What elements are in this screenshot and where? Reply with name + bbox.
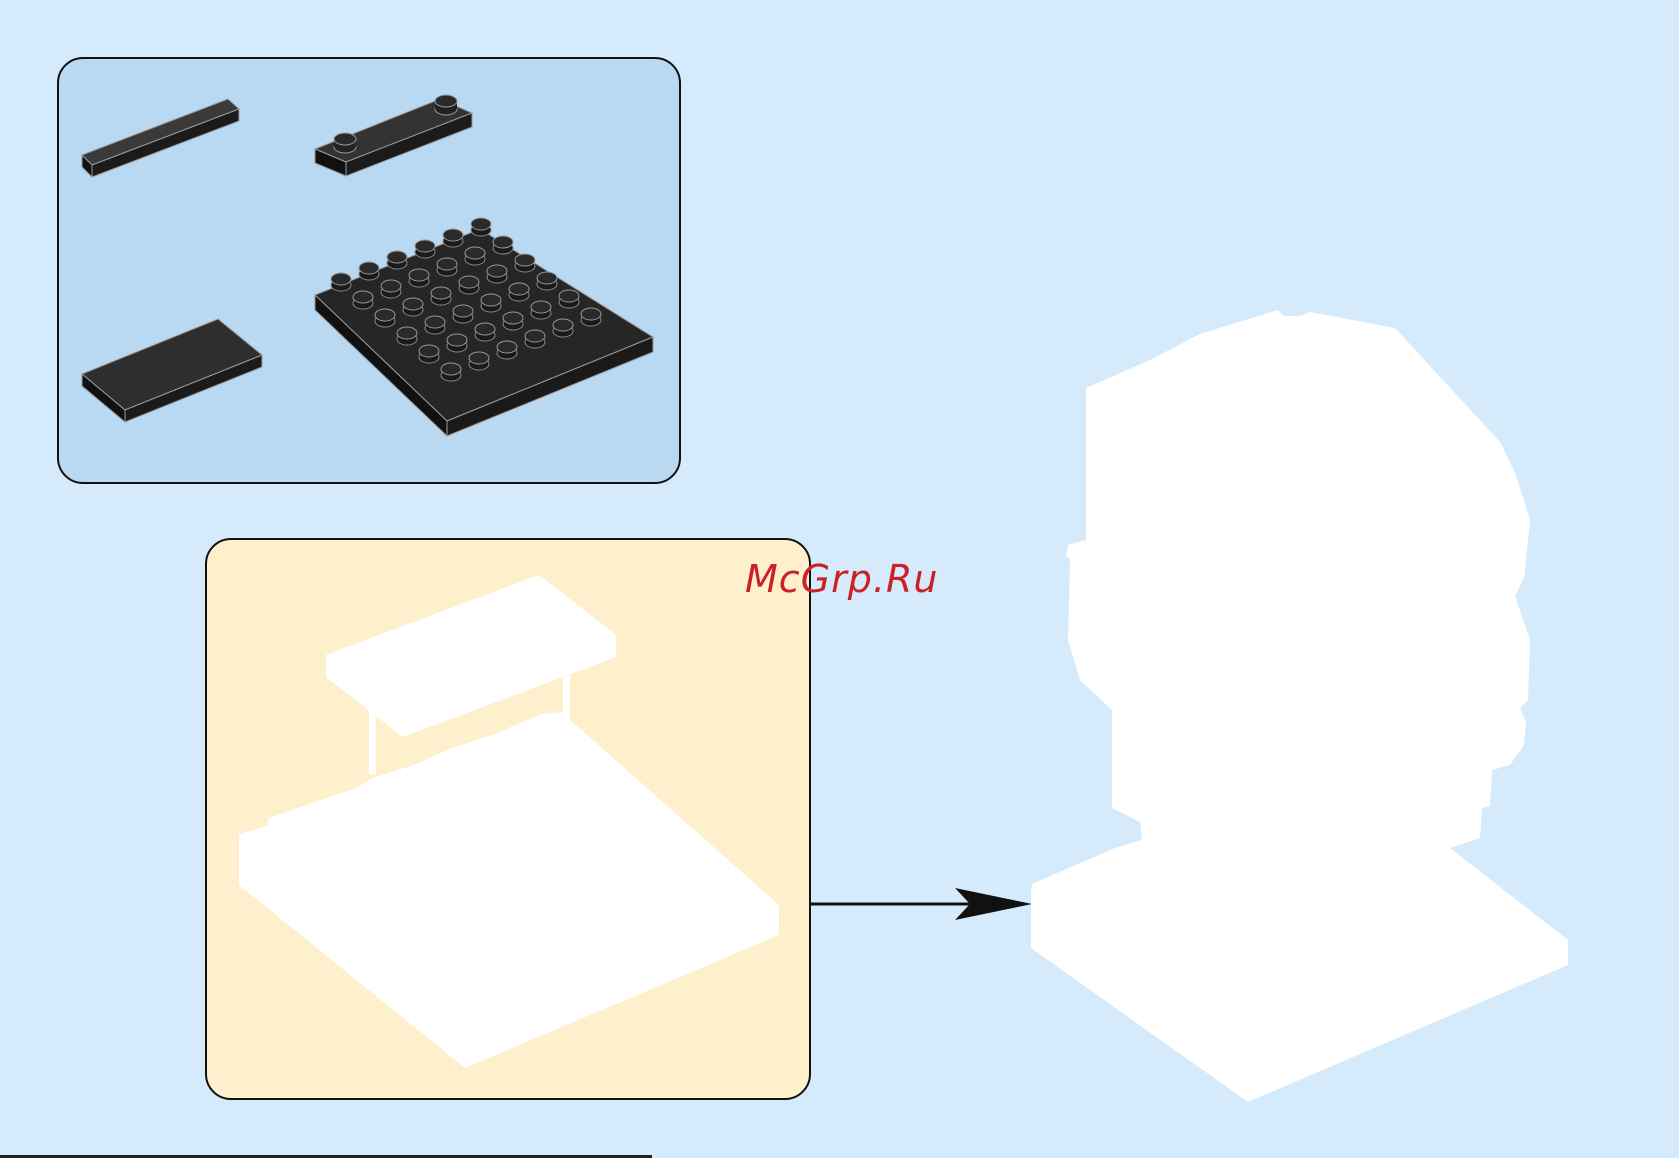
plate-stud-top — [481, 294, 501, 306]
plate-stud-top — [581, 308, 601, 320]
plate-stud-top — [331, 273, 351, 285]
arrow-right-icon — [811, 888, 1032, 920]
step-assembly-illustration — [207, 540, 811, 1100]
plate-stud-top — [437, 258, 457, 270]
plate-stud-top — [509, 283, 529, 295]
plate-stud-top — [459, 276, 479, 288]
plate-stud-top — [419, 345, 439, 357]
plate-stud-top — [465, 247, 485, 259]
plate-stud-top — [469, 352, 489, 364]
plate-stud-top — [447, 334, 467, 346]
plate-stud-top — [559, 290, 579, 302]
plate-stud-top — [415, 240, 435, 252]
plate-1x4-two-studs-black — [315, 95, 472, 176]
plate-stud-top — [387, 251, 407, 263]
plate-stud-top — [475, 323, 495, 335]
model-silhouette — [1031, 310, 1568, 1102]
plate-6x6-black — [315, 218, 653, 436]
watermark-text: McGrp.Ru — [745, 557, 938, 601]
plate-stud-top — [471, 218, 491, 230]
parts-illustrations — [59, 59, 681, 484]
plate-stud-top — [503, 312, 523, 324]
plate-stud-top — [425, 316, 445, 328]
plate-stud-top — [515, 254, 535, 266]
plate-stud-top — [493, 236, 513, 248]
plate-stud-top — [525, 330, 545, 342]
plate-stud-top — [359, 262, 379, 274]
tile-2x4-black — [82, 319, 262, 422]
plate-stud-top — [443, 229, 463, 241]
plate-stud-top — [537, 272, 557, 284]
base-plate-silhouette — [239, 712, 779, 1068]
plate-stud-top — [487, 265, 507, 277]
plate-stud-top — [375, 309, 395, 321]
tile-1x4-black — [82, 99, 239, 177]
plate-stud-top — [453, 305, 473, 317]
plate-stud-top — [553, 319, 573, 331]
plate-stud-top — [397, 327, 417, 339]
plate-stud-top — [409, 269, 429, 281]
plate-stud-top — [381, 280, 401, 292]
plate-stud-top — [497, 341, 517, 353]
parts-list-panel — [57, 57, 681, 484]
plate-stud-top — [531, 301, 551, 313]
plate-stud-top — [431, 287, 451, 299]
plate-stud-top — [353, 291, 373, 303]
plate-stud-top — [441, 363, 461, 375]
step-assembly-panel — [205, 538, 811, 1100]
plate-stud-top — [403, 298, 423, 310]
